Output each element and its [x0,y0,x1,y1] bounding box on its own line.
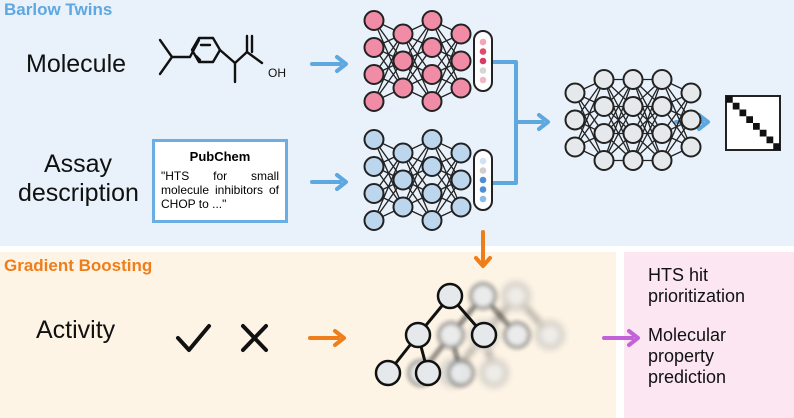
applications-panel [624,252,794,418]
pubchem-title: PubChem [189,149,251,164]
embedding-dot [479,76,487,84]
neuron-node [651,123,673,144]
tree-node [374,359,402,387]
neuron-node [593,96,615,117]
tree-node [404,321,432,349]
checkmark-icon [176,324,211,352]
neuron-node [421,210,443,231]
oh-label: OH [268,66,286,80]
neuron-node [450,77,472,99]
neuron-node [363,10,385,31]
embedding-dot [479,38,487,46]
neuron-node [564,82,586,104]
assay-encoder-network [363,129,472,231]
neuron-node [363,91,385,112]
output-hts-line2: prioritization [648,286,746,306]
tree-node [502,282,530,310]
boosted-trees [374,282,564,387]
neuron-node [363,64,385,85]
molecule-structure [158,36,222,76]
tree-node [469,282,497,310]
neuron-node [392,142,414,164]
neuron-node [421,37,443,58]
output-molprop-line2: property [648,346,715,366]
neuron-node [363,129,385,150]
neuron-node [564,109,586,131]
barlow-twins-title: Barlow Twins [4,0,113,19]
output-molprop-line3: prediction [648,367,727,387]
tree-node [414,359,442,387]
neuron-node [363,156,385,177]
output-molprop-line1: Molecular [648,325,727,345]
neuron-node [450,142,472,164]
neuron-node [421,183,443,204]
neuron-node [392,50,414,72]
neuron-node [450,169,472,191]
neuron-node [622,123,644,144]
outputs-list: HTS hit prioritization Molecular propert… [648,265,788,388]
neuron-node [450,23,472,45]
embedding-dot [479,157,487,165]
neuron-node [421,129,443,150]
assay-description-label: Assay description [18,150,139,208]
molecule-embedding-vector [473,30,493,92]
neuron-node [680,82,702,104]
neuron-node [392,77,414,99]
neuron-node [421,156,443,177]
identity-matrix-icon [725,95,781,151]
neuron-node [651,150,673,171]
neuron-node [593,69,615,90]
tree-node [436,282,464,310]
tree-node [447,359,475,387]
embedding-dot [479,186,487,193]
embedding-dot [479,195,487,203]
neuron-node [622,150,644,171]
embedding-dot [479,48,487,55]
tree-node [503,321,531,349]
tree-node [437,321,465,349]
activity-label: Activity [36,316,116,344]
tree-node [536,321,564,349]
gradient-boosting-title: Gradient Boosting [4,256,153,275]
tree-node [480,359,508,387]
assay-label-line1: Assay [43,150,113,178]
neuron-node [651,69,673,90]
embedding-dot [479,67,487,74]
neuron-node [363,210,385,231]
pubchem-text: "HTS for small molecule inhibitors of CH… [161,169,279,211]
cross-icon [241,324,268,352]
neuron-node [593,150,615,171]
molecule-bonds [194,34,264,84]
neuron-node [363,183,385,204]
neuron-node [421,64,443,85]
molecule-label: Molecule [26,50,127,78]
tree-node [470,321,498,349]
neuron-node [421,10,443,31]
embedding-dot [479,176,487,184]
neuron-node [564,136,586,158]
embedding-dot [479,167,487,174]
assay-embedding-vector [473,149,493,211]
neuron-node [392,23,414,45]
projector-network [564,69,702,171]
neuron-node [593,123,615,144]
neuron-node [450,196,472,218]
pubchem-box: PubChem "HTS for small molecule inhibito… [152,139,288,223]
neuron-node [421,91,443,112]
neuron-node [622,96,644,117]
neuron-node [622,69,644,90]
neuron-node [680,109,702,131]
neuron-node [651,96,673,117]
neuron-node [392,196,414,218]
neuron-node [450,50,472,72]
assay-label-line2: description [18,179,139,207]
molecule-encoder-network [363,10,472,112]
output-hts-line1: HTS hit [648,265,709,285]
neuron-node [392,169,414,191]
neuron-node [363,37,385,58]
embedding-dot [479,57,487,65]
neuron-node [680,136,702,158]
